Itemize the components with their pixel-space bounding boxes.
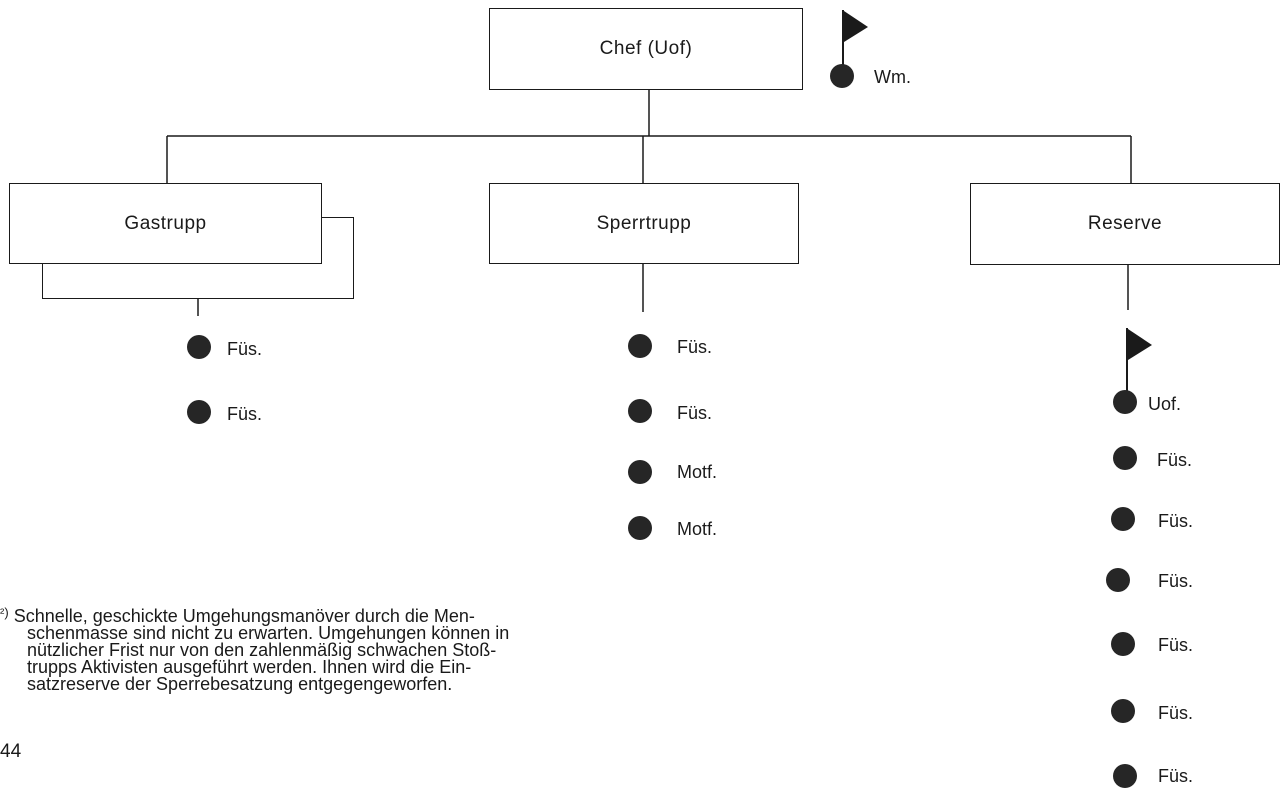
reserve-member-label: Füs. bbox=[1158, 766, 1194, 786]
footnote-marker: ²) bbox=[0, 605, 9, 620]
member-dot bbox=[187, 400, 211, 424]
member-dot bbox=[187, 335, 211, 359]
member-dot bbox=[1111, 507, 1135, 531]
leader-dot bbox=[1113, 390, 1137, 414]
sperrtrupp-member-label: Motf. bbox=[677, 519, 718, 539]
sperrtrupp-box: Sperrtrupp bbox=[489, 183, 799, 264]
reserve-member-label: Füs. bbox=[1158, 511, 1194, 531]
chef-label: Chef (Uof) bbox=[599, 38, 693, 59]
gastrupp-box: Gastrupp bbox=[9, 183, 322, 264]
reserve-label: Reserve bbox=[1087, 213, 1163, 234]
flag-icon bbox=[1126, 328, 1152, 396]
reserve-box: Reserve bbox=[970, 183, 1280, 265]
gastrupp-label: Gastrupp bbox=[124, 212, 207, 234]
sperrtrupp-member-label: Füs. bbox=[677, 337, 713, 357]
sperrtrupp-member-label: Motf. bbox=[677, 462, 718, 482]
gastrupp-member-label: Füs. bbox=[227, 339, 263, 359]
page-number: 44 bbox=[0, 741, 22, 762]
chef-leader-label: Wm. bbox=[874, 67, 911, 87]
reserve-member-label: Füs. bbox=[1157, 450, 1193, 470]
reserve-member-label: Füs. bbox=[1158, 635, 1194, 655]
member-dot bbox=[628, 516, 652, 540]
footnote: ²) Schnelle, geschickte Umgehungsmanöver… bbox=[0, 604, 640, 693]
member-dot bbox=[1113, 764, 1137, 788]
member-dot bbox=[1111, 632, 1135, 656]
member-dot bbox=[628, 334, 652, 358]
footnote-line: nützlicher Frist nur von den zahlenmäßig… bbox=[27, 640, 497, 660]
reserve-member-label: Füs. bbox=[1158, 703, 1194, 723]
reserve-leader-label: Uof. bbox=[1148, 394, 1182, 414]
footnote-line: ²) Schnelle, geschickte Umgehungsmanöver… bbox=[0, 605, 475, 626]
member-dot bbox=[628, 399, 652, 423]
gastrupp-member-label: Füs. bbox=[227, 404, 263, 424]
member-dot bbox=[628, 460, 652, 484]
leader-dot bbox=[830, 64, 854, 88]
sperrtrupp-label: Sperrtrupp bbox=[596, 212, 692, 234]
chef-box: Chef (Uof) bbox=[489, 8, 803, 90]
member-dot bbox=[1113, 446, 1137, 470]
footnote-line: schenmasse sind nicht zu erwarten. Umgeh… bbox=[27, 623, 510, 643]
member-dot bbox=[1106, 568, 1130, 592]
flag-icon bbox=[842, 10, 868, 66]
footnote-line: satzreserve der Sperrebesatzung entgegen… bbox=[27, 674, 453, 694]
footnote-line: trupps Aktivisten ausgeführt werden. Ihn… bbox=[27, 657, 472, 677]
reserve-member-label: Füs. bbox=[1158, 571, 1194, 591]
sperrtrupp-member-label: Füs. bbox=[677, 403, 713, 423]
member-dot bbox=[1111, 699, 1135, 723]
